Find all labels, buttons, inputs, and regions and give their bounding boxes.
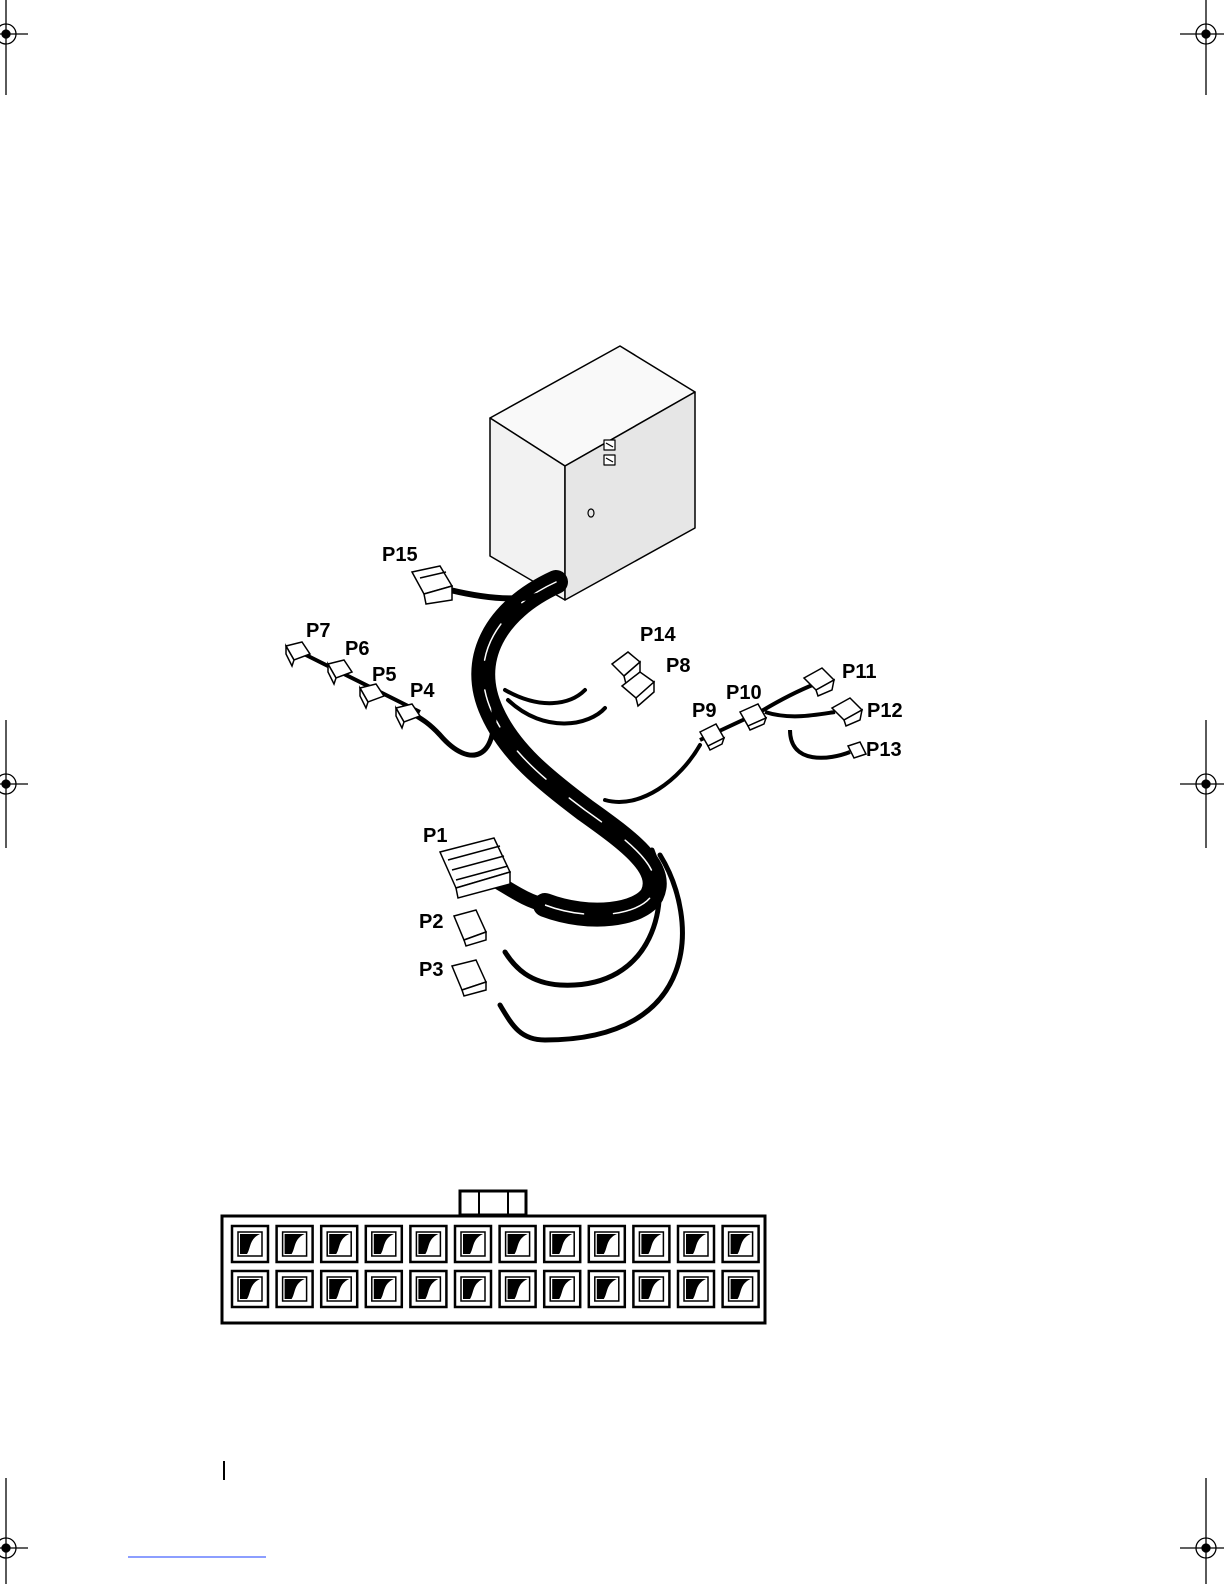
registration-mark-top-left — [0, 0, 28, 95]
pin-cell-r1-c5 — [410, 1226, 446, 1262]
label-p11: P11 — [842, 661, 876, 683]
pin-cell-r1-c2 — [277, 1226, 313, 1262]
registration-mark-bottom-right — [1180, 1478, 1224, 1584]
pin-cell-r2-c3 — [321, 1271, 357, 1307]
registration-mark-mid-right — [1180, 720, 1224, 848]
pin-cell-r2-c7 — [500, 1271, 536, 1307]
power-supply-unit — [490, 346, 695, 600]
label-p3: P3 — [419, 959, 443, 981]
registration-mark-mid-left — [0, 720, 28, 848]
label-p12: P12 — [867, 700, 903, 722]
label-p5: P5 — [372, 664, 396, 686]
label-p4: P4 — [410, 680, 435, 702]
connector-p12 — [832, 698, 862, 726]
connector-p11 — [804, 668, 834, 696]
connector-p9 — [700, 724, 724, 750]
connector-p3 — [452, 960, 486, 996]
pin-layout-latch — [460, 1191, 526, 1215]
label-p15: P15 — [382, 544, 418, 566]
label-p9: P9 — [692, 700, 716, 722]
pin-cell-r2-c12 — [723, 1271, 759, 1307]
pin-cell-r1-c12 — [723, 1226, 759, 1262]
pin-cell-r2-c10 — [633, 1271, 669, 1307]
pin-cell-r2-c1 — [232, 1271, 268, 1307]
pin-cell-r1-c3 — [321, 1226, 357, 1262]
pin-cell-r2-c8 — [544, 1271, 580, 1307]
label-p1: P1 — [423, 825, 447, 847]
pin-cell-r1-c11 — [678, 1226, 714, 1262]
label-p10: P10 — [726, 682, 762, 704]
registration-mark-top-right — [1180, 0, 1224, 95]
pin-cell-r2-c6 — [455, 1271, 491, 1307]
label-p2: P2 — [419, 911, 443, 933]
pin-cell-r1-c1 — [232, 1226, 268, 1262]
connector-p10 — [740, 704, 766, 730]
pin-cell-r1-c6 — [455, 1226, 491, 1262]
connector-p1 — [440, 838, 545, 905]
pin-cell-r2-c9 — [589, 1271, 625, 1307]
connector-p7 — [286, 642, 310, 666]
pin-cell-r2-c11 — [678, 1271, 714, 1307]
connector-p5 — [360, 684, 384, 708]
pin-cell-r2-c4 — [366, 1271, 402, 1307]
pin-cell-r2-c5 — [410, 1271, 446, 1307]
connector-p15 — [412, 566, 452, 604]
pin-cell-r2-c2 — [277, 1271, 313, 1307]
pin-cell-r1-c4 — [366, 1226, 402, 1262]
pin-cell-r1-c7 — [500, 1226, 536, 1262]
label-p7: P7 — [306, 620, 330, 642]
label-p6: P6 — [345, 638, 369, 660]
connector-p13 — [848, 742, 866, 758]
label-p8: P8 — [666, 655, 690, 677]
pin-cell-r1-c10 — [633, 1226, 669, 1262]
pin-layout-diagram — [222, 1191, 765, 1323]
pin-cell-r1-c9 — [589, 1226, 625, 1262]
label-p13: P13 — [866, 739, 902, 761]
registration-mark-bottom-left — [0, 1478, 28, 1584]
pin-cell-r1-c8 — [544, 1226, 580, 1262]
connector-p2 — [454, 910, 486, 946]
label-p14: P14 — [640, 624, 676, 646]
connector-p4 — [396, 704, 420, 728]
